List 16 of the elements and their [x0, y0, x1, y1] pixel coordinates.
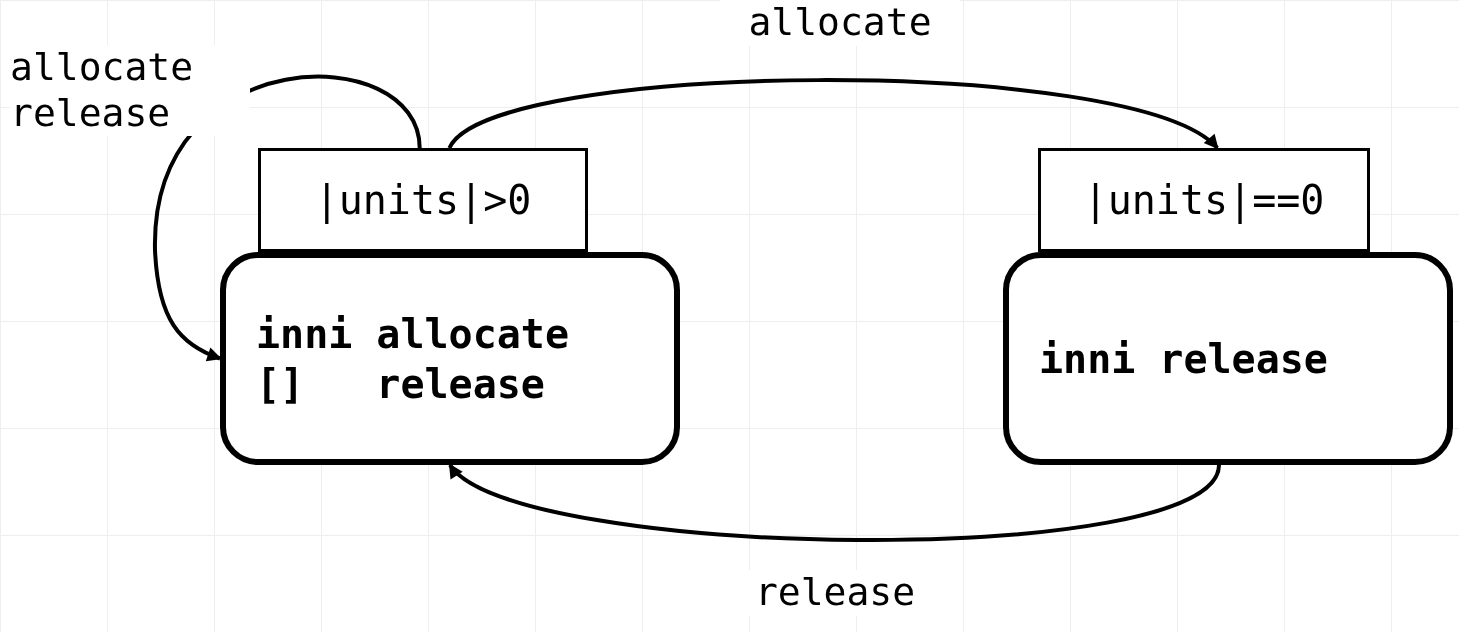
state-text: inni	[256, 309, 353, 359]
guard-box	[1038, 148, 1370, 252]
arrow	[448, 463, 1221, 542]
state-text: inni	[1039, 334, 1136, 384]
state-box	[1003, 252, 1453, 465]
guard-text: |units|>0	[314, 176, 532, 225]
guard-box	[258, 148, 588, 252]
state-text: release	[1159, 334, 1328, 384]
state-box	[220, 252, 680, 465]
arrow	[448, 78, 1219, 150]
guard-text: |units|==0	[1083, 176, 1325, 225]
edge-label: allocate	[720, 0, 960, 46]
state-text: allocate	[376, 309, 569, 359]
state-text: release	[376, 359, 546, 409]
state-text: []	[256, 359, 306, 409]
edge-label: allocate release	[10, 45, 250, 137]
